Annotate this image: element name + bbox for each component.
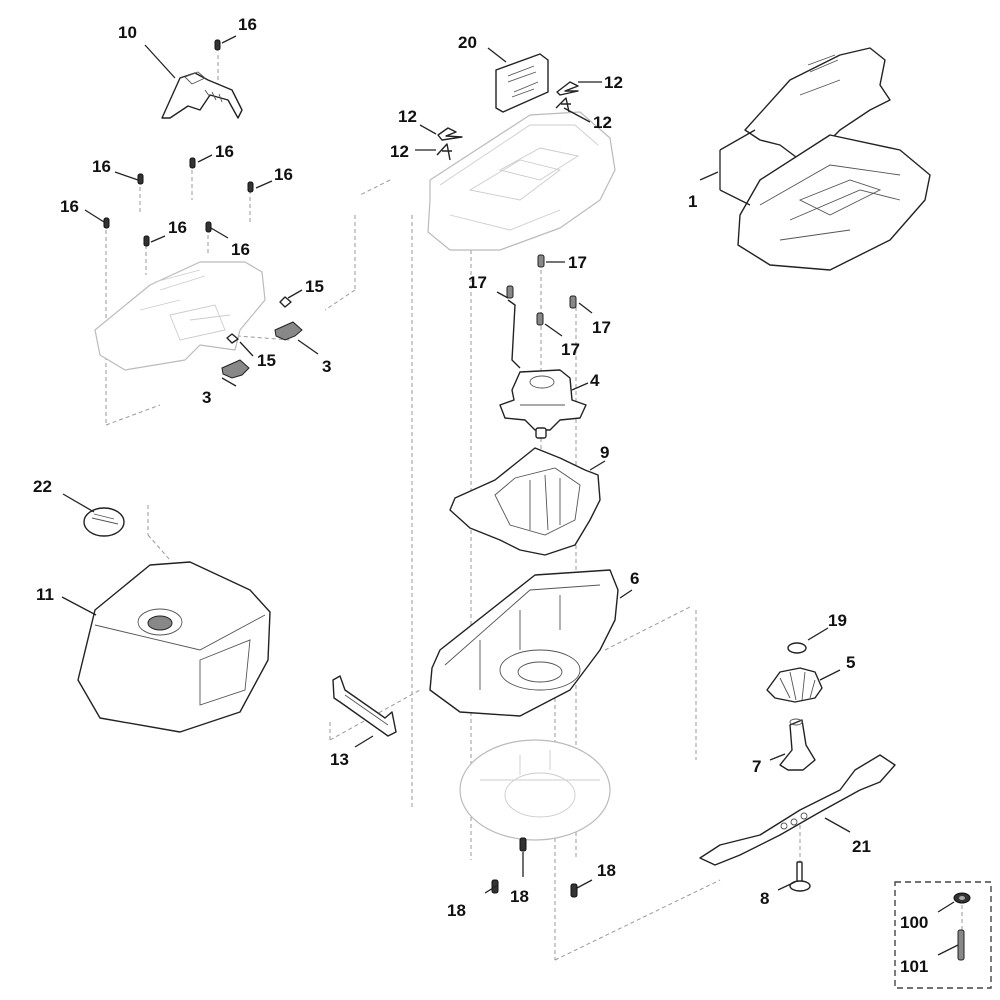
screw-16f — [143, 235, 150, 247]
label-16: 16 — [274, 165, 293, 184]
label-100: 100 — [900, 913, 928, 932]
label-12: 12 — [593, 113, 612, 132]
label-22: 22 — [33, 477, 52, 496]
label-17: 17 — [468, 273, 487, 292]
part-12-spring-clips[interactable] — [436, 81, 579, 161]
label-21: 21 — [852, 837, 871, 856]
lower-plate-faint — [459, 739, 611, 841]
label-16: 16 — [231, 240, 250, 259]
label-19: 19 — [828, 611, 847, 630]
label-8: 8 — [760, 889, 769, 908]
leader-lines — [61, 35, 959, 956]
label-17: 17 — [568, 253, 587, 272]
label-15: 15 — [305, 277, 324, 296]
label-13: 13 — [330, 750, 349, 769]
label-12: 12 — [390, 142, 409, 161]
label-17: 17 — [561, 340, 580, 359]
screw-16e — [103, 217, 110, 229]
upper-cover-faint — [94, 261, 266, 371]
label-3: 3 — [202, 388, 211, 407]
callout-labels: 10 16 16 16 16 16 16 16 15 15 3 3 20 12 … — [33, 15, 928, 976]
label-18: 18 — [510, 887, 529, 906]
label-20: 20 — [458, 33, 477, 52]
part-17-screws[interactable] — [506, 254, 577, 326]
label-101: 101 — [900, 957, 928, 976]
screw-16g — [205, 221, 212, 233]
label-7: 7 — [752, 757, 761, 776]
label-17: 17 — [592, 318, 611, 337]
part-13-handle[interactable] — [332, 675, 397, 737]
label-15: 15 — [257, 351, 276, 370]
label-9: 9 — [600, 443, 609, 462]
part-7-shaft-adapter[interactable] — [779, 718, 816, 771]
label-18: 18 — [597, 861, 616, 880]
part-22-logo-badge[interactable] — [83, 507, 125, 537]
screw-16a — [214, 39, 221, 51]
kit-box — [894, 881, 992, 989]
label-6: 6 — [630, 569, 639, 588]
label-16: 16 — [215, 142, 234, 161]
part-4-motor[interactable] — [499, 299, 587, 439]
screw-16d — [247, 181, 254, 193]
label-1: 1 — [688, 192, 697, 211]
part-100-washer[interactable] — [953, 892, 971, 904]
label-16: 16 — [60, 197, 79, 216]
label-4: 4 — [590, 371, 600, 390]
part-1-chassis-assembly[interactable] — [737, 47, 931, 271]
label-16: 16 — [92, 157, 111, 176]
label-12: 12 — [604, 73, 623, 92]
screw-16b — [189, 157, 196, 169]
part-19-o-ring[interactable] — [787, 642, 807, 654]
label-16: 16 — [238, 15, 257, 34]
part-6-motor-housing[interactable] — [429, 569, 619, 717]
label-11: 11 — [36, 585, 54, 604]
part-101-bolt[interactable] — [957, 929, 965, 961]
part-11-top-hood[interactable] — [77, 561, 271, 733]
label-3: 3 — [322, 357, 331, 376]
chassis-lower-shell-faint — [427, 111, 616, 251]
part-18-screws[interactable] — [491, 837, 578, 898]
part-16-screws[interactable] — [103, 39, 254, 247]
screw-16c — [137, 173, 144, 185]
part-21-mower-blade[interactable] — [699, 754, 896, 866]
label-18: 18 — [447, 901, 466, 920]
label-12: 12 — [398, 107, 417, 126]
label-16: 16 — [168, 218, 187, 237]
part-3-clips[interactable] — [221, 321, 303, 379]
part-5-blade-holder[interactable] — [766, 667, 823, 703]
part-9-motor-mount[interactable] — [449, 447, 601, 556]
part-15-pins[interactable] — [226, 296, 292, 344]
part-10-cover-bracket[interactable] — [161, 71, 243, 119]
label-10: 10 — [118, 23, 137, 42]
part-20-circuit-board[interactable] — [495, 53, 549, 113]
label-5: 5 — [846, 653, 855, 672]
part-8-blade-screw[interactable] — [789, 861, 811, 892]
